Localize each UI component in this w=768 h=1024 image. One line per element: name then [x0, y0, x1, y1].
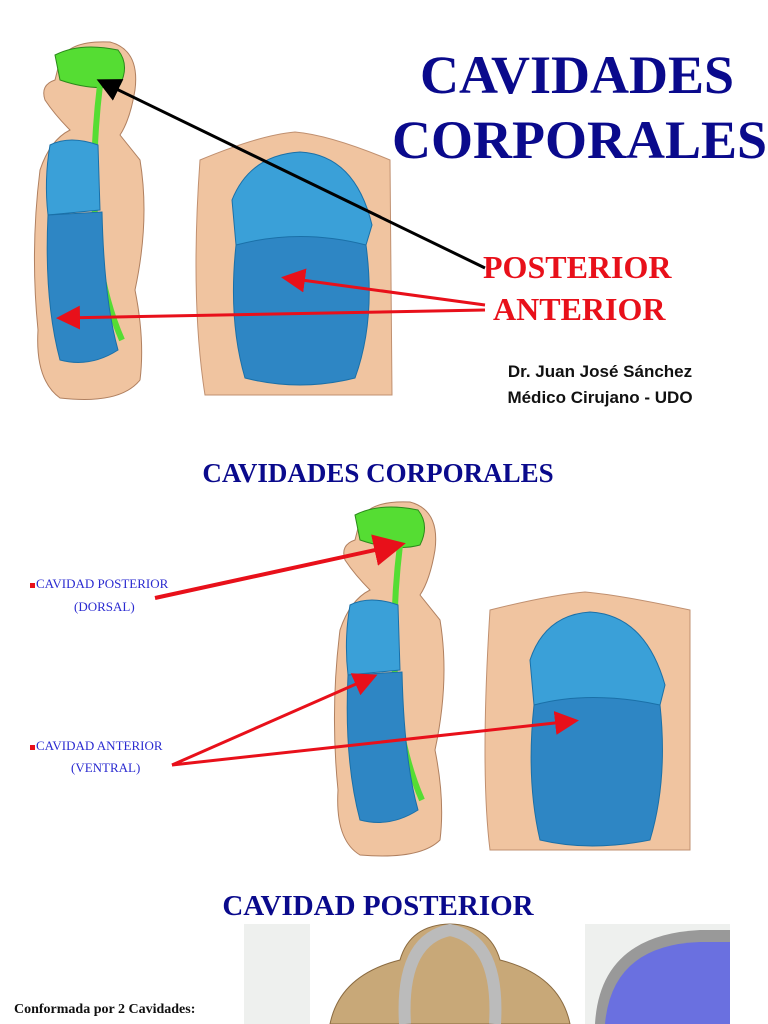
slide2-title: CAVIDADES CORPORALES: [202, 458, 554, 488]
slide1-title-line1: CAVIDADES: [420, 45, 735, 105]
anterior-arrow-front: [281, 268, 486, 307]
cavity-anterior-label: CAVIDAD ANTERIOR: [30, 735, 163, 757]
bullet-icon: [30, 744, 35, 750]
side-body-figure-2: [333, 501, 445, 857]
label-posterior: POSTERIOR: [483, 249, 672, 285]
slide1-title-line2: CORPORALES: [392, 110, 768, 170]
author-name: Dr. Juan José Sánchez: [507, 362, 693, 381]
front-torso-figure: [195, 131, 393, 396]
cavity-anterior-text: CAVIDAD ANTERIOR: [36, 738, 163, 753]
ventral-arrow-front: [171, 711, 579, 767]
author-title: Médico Cirujano - UDO: [507, 388, 693, 407]
posterior-arrow: [96, 79, 486, 270]
skull-base-image: [310, 923, 585, 1024]
cavity-anterior-sub: (VENTRAL): [71, 760, 141, 775]
anterior-arrow-side: [56, 305, 486, 330]
dorsal-arrow: [154, 534, 406, 600]
bullet-icon: [30, 582, 35, 588]
skull-section-image: [585, 924, 730, 1024]
front-torso-figure-2: [484, 591, 691, 851]
image-background: [244, 924, 310, 1024]
cavity-posterior-sub: (DORSAL): [74, 599, 135, 614]
cavity-posterior-text: CAVIDAD POSTERIOR: [36, 576, 169, 591]
cavity-posterior-label: CAVIDAD POSTERIOR: [30, 573, 168, 595]
slide3-text: Conformada por 2 Cavidades:: [14, 1002, 196, 1017]
label-anterior: ANTERIOR: [493, 291, 666, 327]
slide3-title: CAVIDAD POSTERIOR: [222, 890, 534, 922]
ventral-arrow-side: [171, 673, 378, 767]
